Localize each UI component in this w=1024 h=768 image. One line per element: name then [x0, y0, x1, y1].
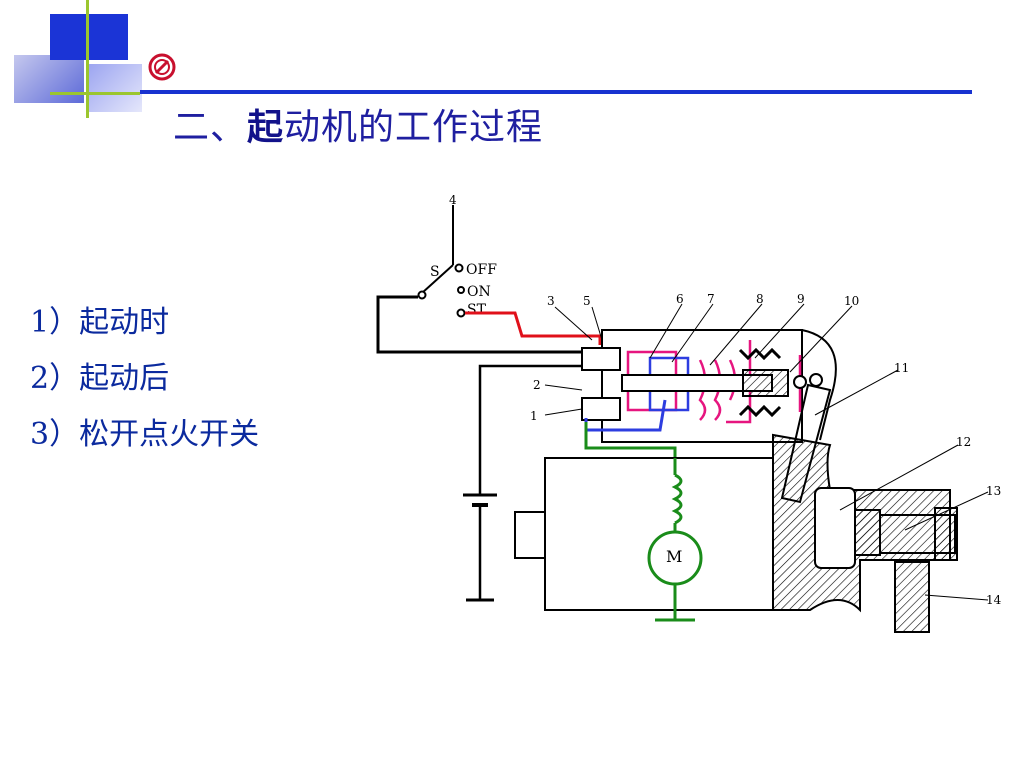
motor-body — [514, 433, 951, 613]
drive-assembly — [780, 383, 958, 633]
logo-icon — [148, 53, 176, 81]
decor-green-line — [50, 92, 140, 95]
motor-wire-green — [584, 422, 677, 458]
motor-label: M — [666, 547, 682, 566]
motor-armature — [647, 458, 703, 622]
label-1: 1 — [530, 409, 538, 423]
switch-on-label: ON — [467, 284, 491, 300]
header-rule — [140, 90, 972, 94]
label-9: 9 — [797, 292, 805, 306]
ignition-switch — [376, 205, 582, 354]
label-8: 8 — [756, 292, 764, 306]
label-6: 6 — [676, 292, 684, 306]
label-3: 3 — [547, 294, 555, 308]
title-rest: 动机的工作过程 — [284, 107, 544, 148]
leader-lines — [544, 303, 989, 601]
plunger — [621, 369, 823, 397]
label-7: 7 — [707, 292, 715, 306]
label-10: 10 — [844, 294, 859, 308]
label-5: 5 — [583, 294, 591, 308]
switch-off-label: OFF — [466, 262, 497, 278]
starter-diagram: 4 S OFF ON ST — [376, 193, 1002, 633]
decor-square-top — [50, 14, 128, 60]
title-prefix: 二、 — [173, 107, 248, 148]
step-item: 2）起动后 — [30, 361, 170, 396]
title-bold: 起 — [247, 106, 285, 148]
label-14: 14 — [986, 593, 1002, 607]
decor-square-left — [14, 55, 84, 103]
battery-circuit — [463, 364, 582, 602]
st-wire-red — [465, 311, 602, 345]
label-13: 13 — [986, 484, 1001, 498]
label-12: 12 — [956, 435, 971, 449]
switch-label: S — [430, 264, 440, 280]
step-item: 3）松开点火开关 — [30, 417, 260, 452]
return-spring — [738, 347, 782, 418]
decor-square-right — [86, 64, 142, 112]
label-11: 11 — [894, 361, 909, 375]
step-item: 1）起动时 — [30, 305, 170, 340]
page-title: 二、起动机的工作过程 — [173, 98, 543, 150]
label-4: 4 — [449, 193, 457, 207]
decor-vertical-line — [86, 0, 89, 118]
label-2: 2 — [533, 378, 541, 392]
step-list: 1）起动时 2）起动后 3）松开点火开关 — [30, 295, 259, 463]
switch-st-label: ST — [467, 302, 487, 318]
